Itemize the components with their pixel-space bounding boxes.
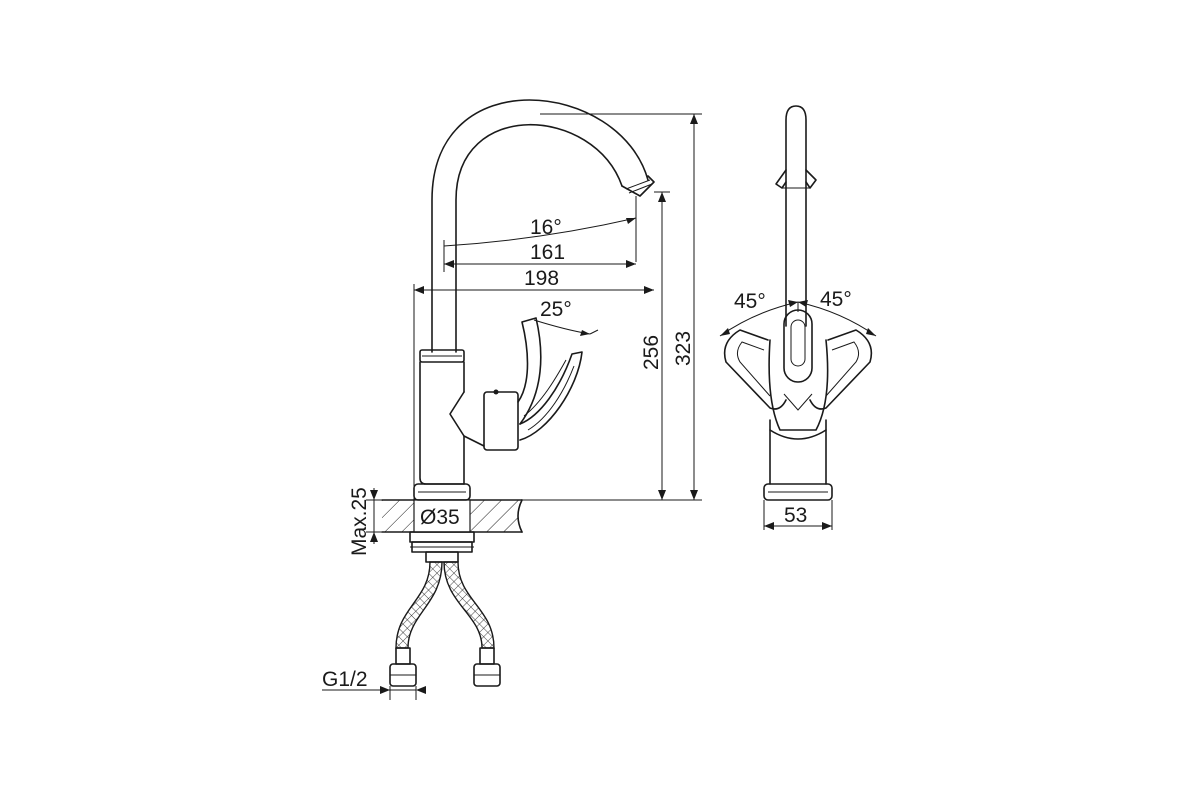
dim-angle-45-right: 45° xyxy=(797,288,877,337)
label-angle-45-right: 45° xyxy=(820,288,852,311)
countertop-section xyxy=(381,499,523,533)
dim-angle-25: 25° xyxy=(533,298,599,336)
dim-g12: G1/2 xyxy=(322,668,426,700)
label-max-25: Max.25 xyxy=(348,487,371,556)
dim-323: 323 xyxy=(522,113,702,501)
label-angle-16: 16° xyxy=(530,216,562,239)
label-256: 256 xyxy=(640,335,663,370)
lever-handle xyxy=(449,317,583,451)
label-323: 323 xyxy=(672,331,695,366)
dim-angle-45-left: 45° xyxy=(719,290,799,337)
front-body xyxy=(763,419,833,501)
dim-161: 161 xyxy=(443,240,636,272)
dim-256: 256 xyxy=(640,191,670,500)
dim-53: 53 xyxy=(763,500,833,530)
dim-198: 198 xyxy=(413,267,654,500)
label-53: 53 xyxy=(784,504,807,527)
label-198: 198 xyxy=(524,267,559,290)
front-handles xyxy=(723,309,873,431)
dim-max-25: Max.25 xyxy=(348,487,382,556)
flexible-hoses xyxy=(389,561,501,687)
dim-angle-16: 16° xyxy=(443,196,637,262)
label-diameter-35: Ø35 xyxy=(420,506,460,529)
front-view: 45° 45° 53 xyxy=(719,105,877,530)
side-view: 16° 161 198 25° xyxy=(322,99,702,700)
front-spout xyxy=(775,105,817,327)
faucet-body xyxy=(413,349,471,501)
mounting-hardware xyxy=(409,531,475,563)
label-angle-25: 25° xyxy=(540,298,572,321)
spout xyxy=(431,99,655,353)
label-angle-45-left: 45° xyxy=(734,290,766,313)
label-161: 161 xyxy=(530,241,565,264)
label-g12: G1/2 xyxy=(322,668,368,691)
